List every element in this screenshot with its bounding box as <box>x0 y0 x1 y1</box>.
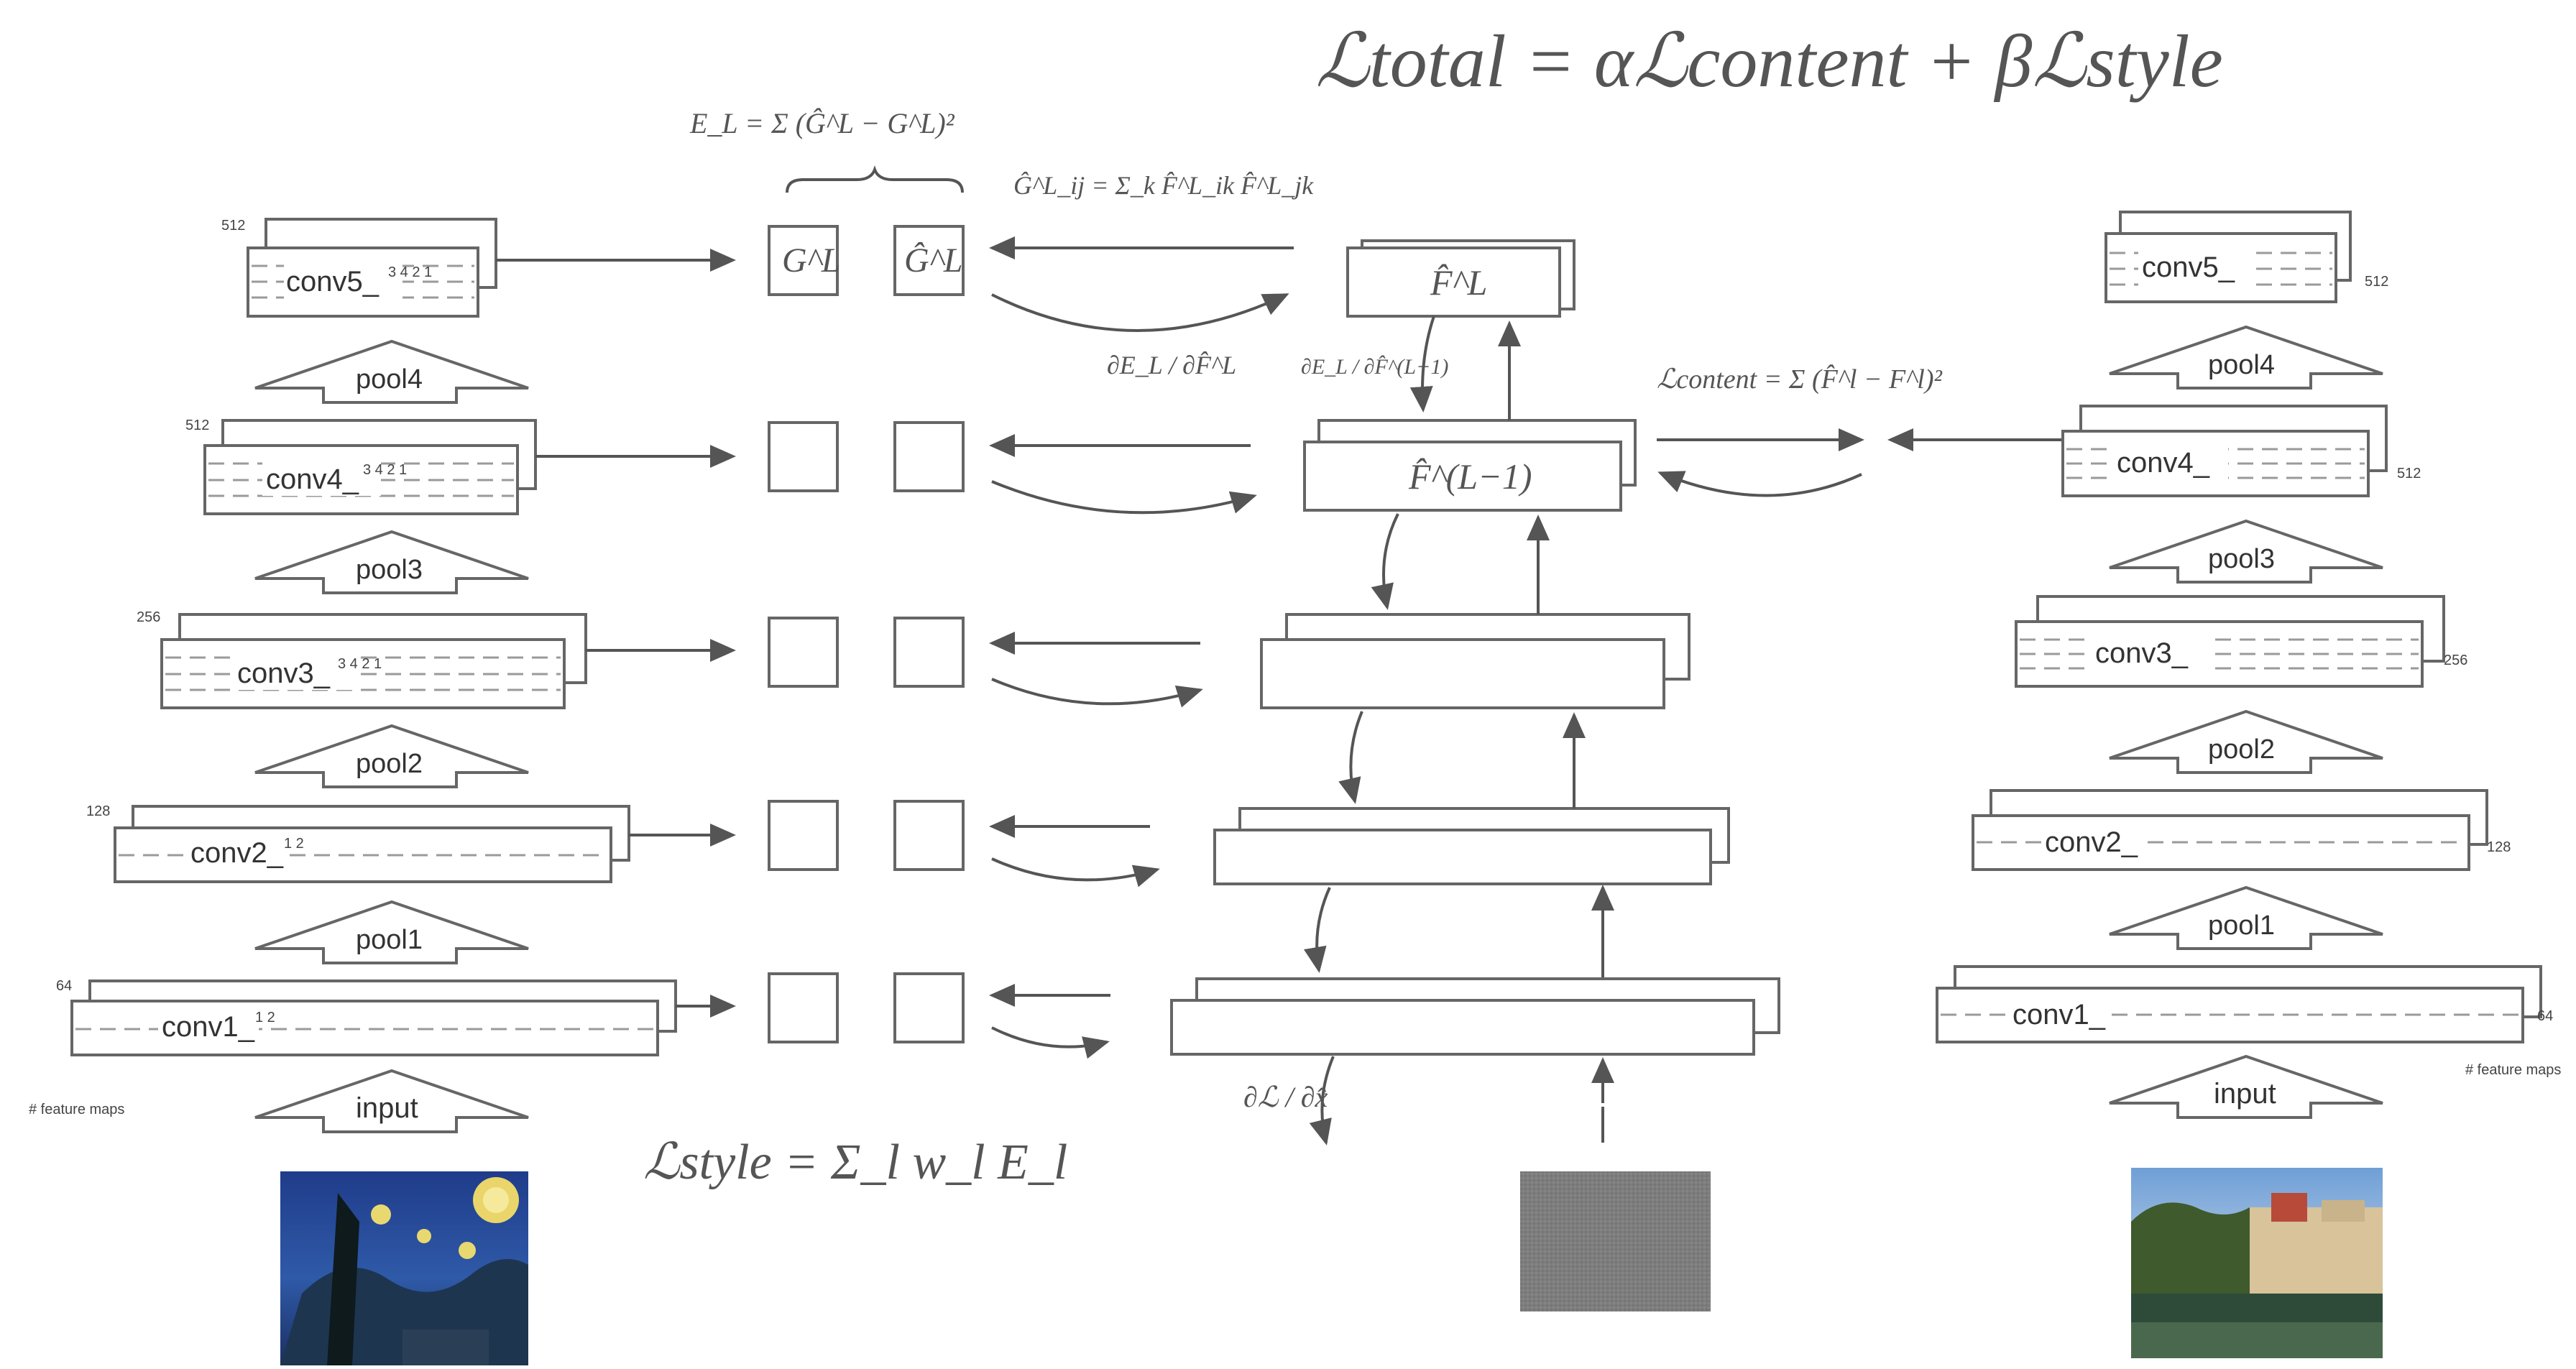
left-conv2-subs: 1 2 <box>284 836 304 852</box>
gram-Ghat-box-2 <box>895 801 963 870</box>
center-conv1-box <box>1172 1000 1754 1054</box>
left-conv3-subs: 3 4 2 1 <box>338 656 382 672</box>
gram-G-box-3 <box>769 618 837 686</box>
left-pool1-label: pool1 <box>356 925 423 955</box>
left-conv2-count: 128 <box>86 803 110 819</box>
tuebingen-photo <box>2131 1168 2383 1358</box>
gram-G-box-2 <box>769 801 837 870</box>
right-conv2-count: 128 <box>2487 839 2511 855</box>
center-FL-label: F̂^L <box>1430 262 1487 303</box>
right-network: conv5_ 512 pool4 conv4_ 512 pool3 conv3_… <box>1937 212 2561 1358</box>
left-conv2-label: conv2_ <box>190 837 284 869</box>
left-input-label: input <box>356 1092 418 1124</box>
total-loss-equation: ℒtotal = αℒcontent + βℒstyle <box>1315 20 2223 103</box>
right-pool3-label: pool3 <box>2208 544 2275 574</box>
gram-Ghat-label: Ĝ^L <box>904 241 963 280</box>
gram-column: G^L Ĝ^L <box>769 226 1294 1047</box>
left-conv1-label: conv1_ <box>162 1011 255 1043</box>
center-conv3-box <box>1261 640 1664 708</box>
left-pool3-label: pool3 <box>356 555 423 585</box>
left-conv1-count: 64 <box>56 978 72 994</box>
right-conv4-count: 512 <box>2397 466 2421 481</box>
left-conv1-subs: 1 2 <box>255 1010 275 1025</box>
style-loss-equation: ℒstyle = Σ_l w_l E_l <box>643 1135 1067 1190</box>
right-conv3-count: 256 <box>2444 653 2467 668</box>
right-conv3-label: conv3_ <box>2095 637 2189 669</box>
right-input-label: input <box>2214 1078 2276 1110</box>
right-conv5-label: conv5_ <box>2142 252 2235 283</box>
layer-error-equation: E_L = Σ (Ĝ^L − G^L)² <box>689 107 955 139</box>
right-conv1-label: conv1_ <box>2012 999 2106 1031</box>
center-network: F̂^L F̂^(L−1) <box>1172 241 1779 1312</box>
right-pool4-label: pool4 <box>2208 350 2275 380</box>
content-loss-arrows <box>1657 440 2063 496</box>
left-conv4-count: 512 <box>185 418 209 433</box>
right-feature-maps-label: # feature maps <box>2465 1062 2561 1078</box>
brace <box>787 170 962 193</box>
gram-G-box-4 <box>769 423 837 491</box>
left-conv5-subs: 3 4 2 1 <box>388 264 432 280</box>
left-conv3-count: 256 <box>137 609 160 625</box>
right-conv5-count: 512 <box>2365 274 2388 290</box>
dE-dF-fraction: ∂E_L / ∂F̂^L <box>1107 351 1236 379</box>
starry-night-painting <box>280 1171 528 1365</box>
left-conv3-label: conv3_ <box>237 658 331 689</box>
left-network: conv5_ 3 4 2 1 512 pool4 conv4_ 3 4 2 1 … <box>29 218 733 1365</box>
center-conv2-box <box>1215 830 1711 884</box>
gram-Ghat-box-4 <box>895 423 963 491</box>
dE-dF-prev-fraction: ∂E_L / ∂F̂^(L−1) <box>1301 355 1448 379</box>
gram-equation: Ĝ^L_ij = Σ_k F̂^L_ik F̂^L_jk <box>1013 171 1314 200</box>
left-conv5-label: conv5_ <box>286 266 380 298</box>
gram-Ghat-box-1 <box>895 974 963 1042</box>
gram-Ghat-box-3 <box>895 618 963 686</box>
left-pool4-label: pool4 <box>356 364 423 395</box>
left-pool2-label: pool2 <box>356 749 423 779</box>
right-pool2-label: pool2 <box>2208 734 2275 765</box>
right-conv4-label: conv4_ <box>2117 447 2210 479</box>
noise-image <box>1520 1171 1711 1312</box>
right-conv1-count: 64 <box>2537 1008 2553 1024</box>
left-conv5-count: 512 <box>221 218 245 234</box>
right-conv2-label: conv2_ <box>2045 826 2138 858</box>
right-pool1-label: pool1 <box>2208 911 2275 941</box>
gram-G-box-1 <box>769 974 837 1042</box>
left-conv4-subs: 3 4 2 1 <box>363 462 407 478</box>
left-conv4-label: conv4_ <box>266 464 359 495</box>
content-loss-equation: ℒcontent = Σ (F̂^l − F^l)² <box>1657 364 1942 395</box>
gram-G-label: G^L <box>782 241 841 280</box>
left-feature-maps-label: # feature maps <box>29 1102 124 1117</box>
dL-dx-fraction: ∂ℒ / ∂x̂ <box>1243 1081 1328 1113</box>
center-FL1-label: F̂^(L−1) <box>1408 456 1532 497</box>
